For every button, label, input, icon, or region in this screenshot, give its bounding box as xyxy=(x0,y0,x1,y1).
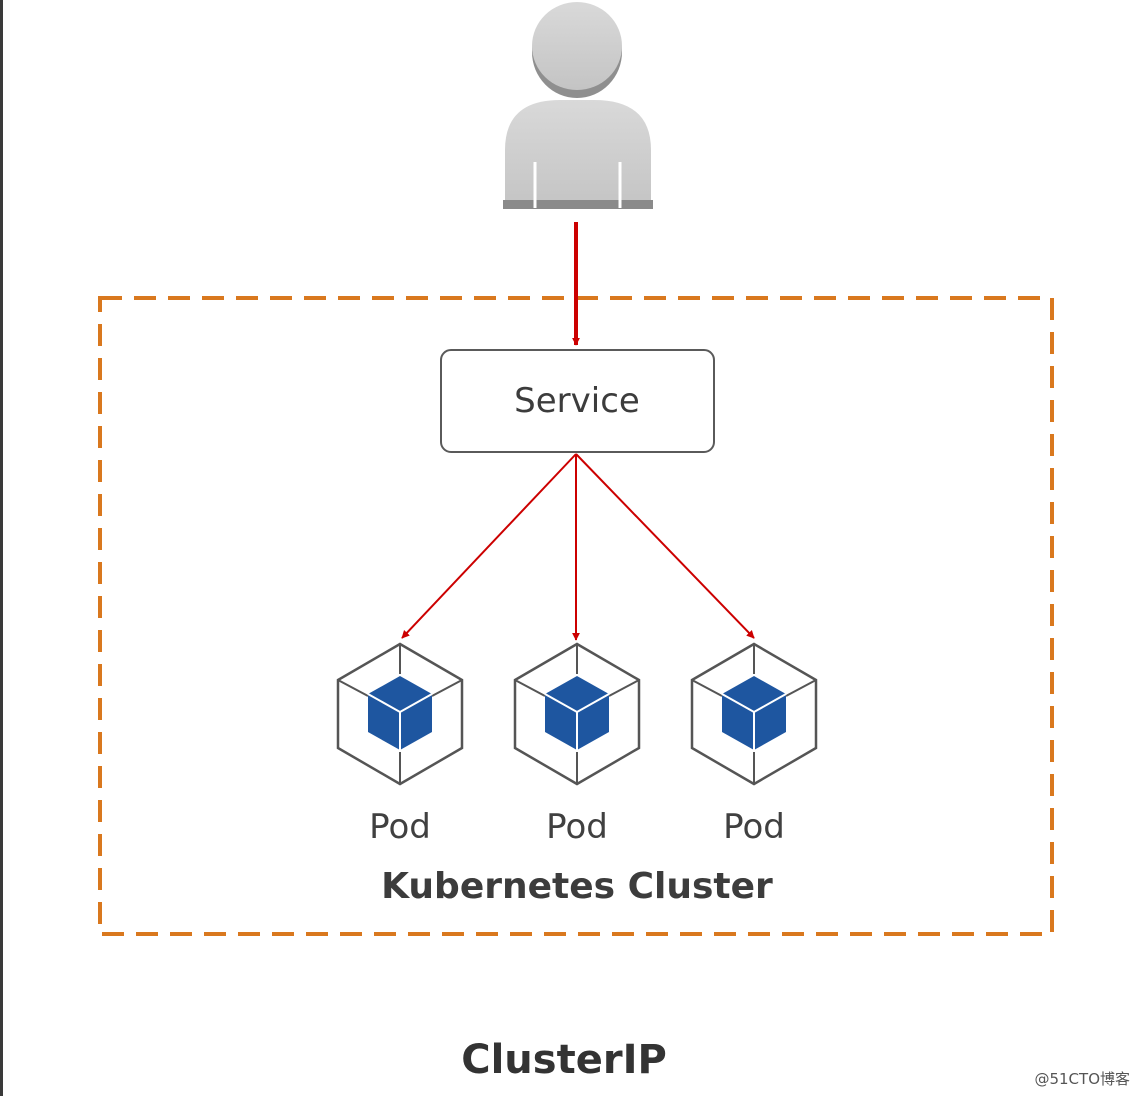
service-label: Service xyxy=(514,381,640,421)
service-to-pod-1-arrow xyxy=(401,453,577,639)
pod-label: Pod xyxy=(546,807,608,847)
pod-icon xyxy=(513,642,641,786)
watermark: @51CTO博客 xyxy=(1034,1070,1130,1088)
pod-icon xyxy=(690,642,818,786)
pod-node: Pod xyxy=(690,642,818,847)
pod-label: Pod xyxy=(723,807,785,847)
diagram-caption: ClusterIP xyxy=(461,1037,667,1083)
cluster-label: Kubernetes Cluster xyxy=(381,866,773,907)
service-to-pod-3-arrow xyxy=(575,453,755,639)
pod-node: Pod xyxy=(336,642,464,847)
pod-node: Pod xyxy=(513,642,641,847)
user-icon xyxy=(503,2,653,209)
service-node: Service xyxy=(440,349,715,453)
left-edge-border xyxy=(0,0,3,1096)
pod-icon xyxy=(336,642,464,786)
pod-label: Pod xyxy=(369,807,431,847)
